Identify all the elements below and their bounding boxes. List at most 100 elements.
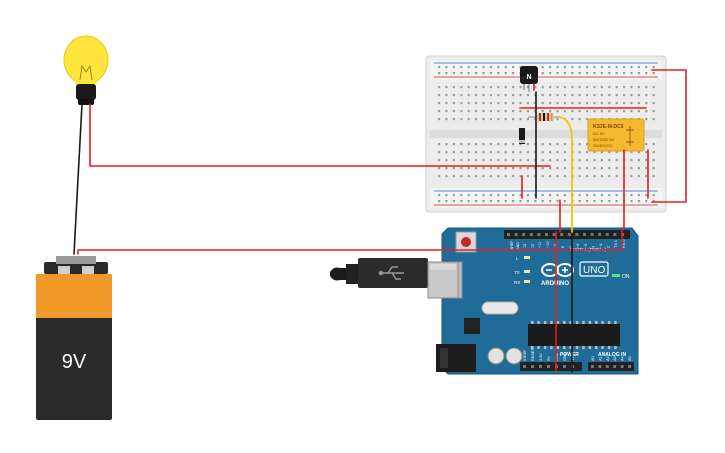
breadboard-hole[interactable] [615,151,618,154]
relay[interactable]: KS2E-M-DC5 DC 5V 5A/125V AC 2A/30V DC [587,118,645,152]
breadboard-hole[interactable] [549,110,552,113]
breadboard-hole[interactable] [460,102,463,105]
breadboard-hole[interactable] [578,72,581,75]
breadboard-hole[interactable] [563,143,566,146]
breadboard-hole[interactable] [504,143,507,146]
breadboard-hole[interactable] [571,118,574,121]
wire-red-bulb-to-breadboard[interactable] [89,103,551,167]
breadboard-hole[interactable] [452,159,455,162]
breadboard-hole[interactable] [556,200,559,203]
breadboard-hole[interactable] [637,167,640,170]
breadboard-hole[interactable] [586,175,589,178]
usb-cable[interactable] [330,258,459,299]
breadboard-hole[interactable] [445,94,448,97]
breadboard-hole[interactable] [445,118,448,121]
breadboard-hole[interactable] [467,167,470,170]
breadboard-hole[interactable] [541,72,544,75]
breadboard-hole[interactable] [578,159,581,162]
breadboard-hole[interactable] [600,151,603,154]
breadboard-hole[interactable] [497,143,500,146]
breadboard-hole[interactable] [652,175,655,178]
breadboard-hole[interactable] [541,94,544,97]
breadboard-hole[interactable] [482,167,485,170]
breadboard-hole[interactable] [438,200,441,203]
breadboard-hole[interactable] [630,167,633,170]
breadboard-hole[interactable] [497,110,500,113]
breadboard-hole[interactable] [586,72,589,75]
breadboard-hole[interactable] [549,143,552,146]
breadboard-hole[interactable] [578,194,581,197]
breadboard-hole[interactable] [541,200,544,203]
breadboard-hole[interactable] [519,151,522,154]
header-pin[interactable] [605,233,609,236]
breadboard-hole[interactable] [512,159,515,162]
breadboard-hole[interactable] [452,194,455,197]
breadboard-hole[interactable] [526,118,529,121]
breadboard-hole[interactable] [556,66,559,69]
breadboard-hole[interactable] [637,110,640,113]
breadboard-hole[interactable] [563,72,566,75]
breadboard-hole[interactable] [549,167,552,170]
breadboard-hole[interactable] [645,72,648,75]
breadboard-hole[interactable] [482,118,485,121]
breadboard-hole[interactable] [489,194,492,197]
breadboard-hole[interactable] [571,102,574,105]
breadboard-hole[interactable] [482,72,485,75]
breadboard-hole[interactable] [652,86,655,89]
header-pin[interactable] [605,365,609,368]
breadboard-hole[interactable] [645,102,648,105]
breadboard-hole[interactable] [438,167,441,170]
breadboard-hole[interactable] [541,159,544,162]
breadboard-hole[interactable] [608,94,611,97]
header-pin[interactable] [547,365,550,368]
breadboard-hole[interactable] [571,66,574,69]
breadboard-hole[interactable] [600,194,603,197]
breadboard-hole[interactable] [460,175,463,178]
header-pin[interactable] [583,233,586,236]
breadboard-hole[interactable] [645,200,648,203]
breadboard-hole[interactable] [512,66,515,69]
breadboard-hole[interactable] [438,194,441,197]
breadboard-hole[interactable] [438,110,441,113]
breadboard-hole[interactable] [467,66,470,69]
breadboard-hole[interactable] [497,72,500,75]
breadboard-hole[interactable] [467,200,470,203]
breadboard-hole[interactable] [489,143,492,146]
breadboard-hole[interactable] [637,86,640,89]
breadboard-hole[interactable] [475,94,478,97]
breadboard-hole[interactable] [578,110,581,113]
breadboard-hole[interactable] [504,175,507,178]
breadboard-hole[interactable] [563,94,566,97]
breadboard-hole[interactable] [637,200,640,203]
breadboard-hole[interactable] [504,167,507,170]
breadboard-hole[interactable] [652,66,655,69]
reset-button[interactable] [455,231,477,253]
breadboard-hole[interactable] [497,167,500,170]
breadboard-hole[interactable] [497,86,500,89]
breadboard-hole[interactable] [482,94,485,97]
breadboard-hole[interactable] [549,94,552,97]
breadboard-hole[interactable] [467,159,470,162]
breadboard-hole[interactable] [467,94,470,97]
breadboard-hole[interactable] [526,151,529,154]
resistor[interactable] [528,113,562,121]
header-pin[interactable] [563,365,566,368]
breadboard-hole[interactable] [475,151,478,154]
breadboard-hole[interactable] [645,94,648,97]
breadboard-hole[interactable] [482,151,485,154]
breadboard-hole[interactable] [489,118,492,121]
breadboard-hole[interactable] [482,194,485,197]
breadboard-hole[interactable] [445,102,448,105]
breadboard-hole[interactable] [593,72,596,75]
breadboard-hole[interactable] [467,151,470,154]
breadboard-hole[interactable] [482,143,485,146]
breadboard-hole[interactable] [475,66,478,69]
breadboard-hole[interactable] [512,167,515,170]
breadboard-hole[interactable] [438,72,441,75]
breadboard-hole[interactable] [578,118,581,121]
breadboard-hole[interactable] [556,175,559,178]
breadboard-hole[interactable] [623,102,626,105]
breadboard-hole[interactable] [600,102,603,105]
breadboard-hole[interactable] [504,200,507,203]
breadboard-hole[interactable] [586,110,589,113]
